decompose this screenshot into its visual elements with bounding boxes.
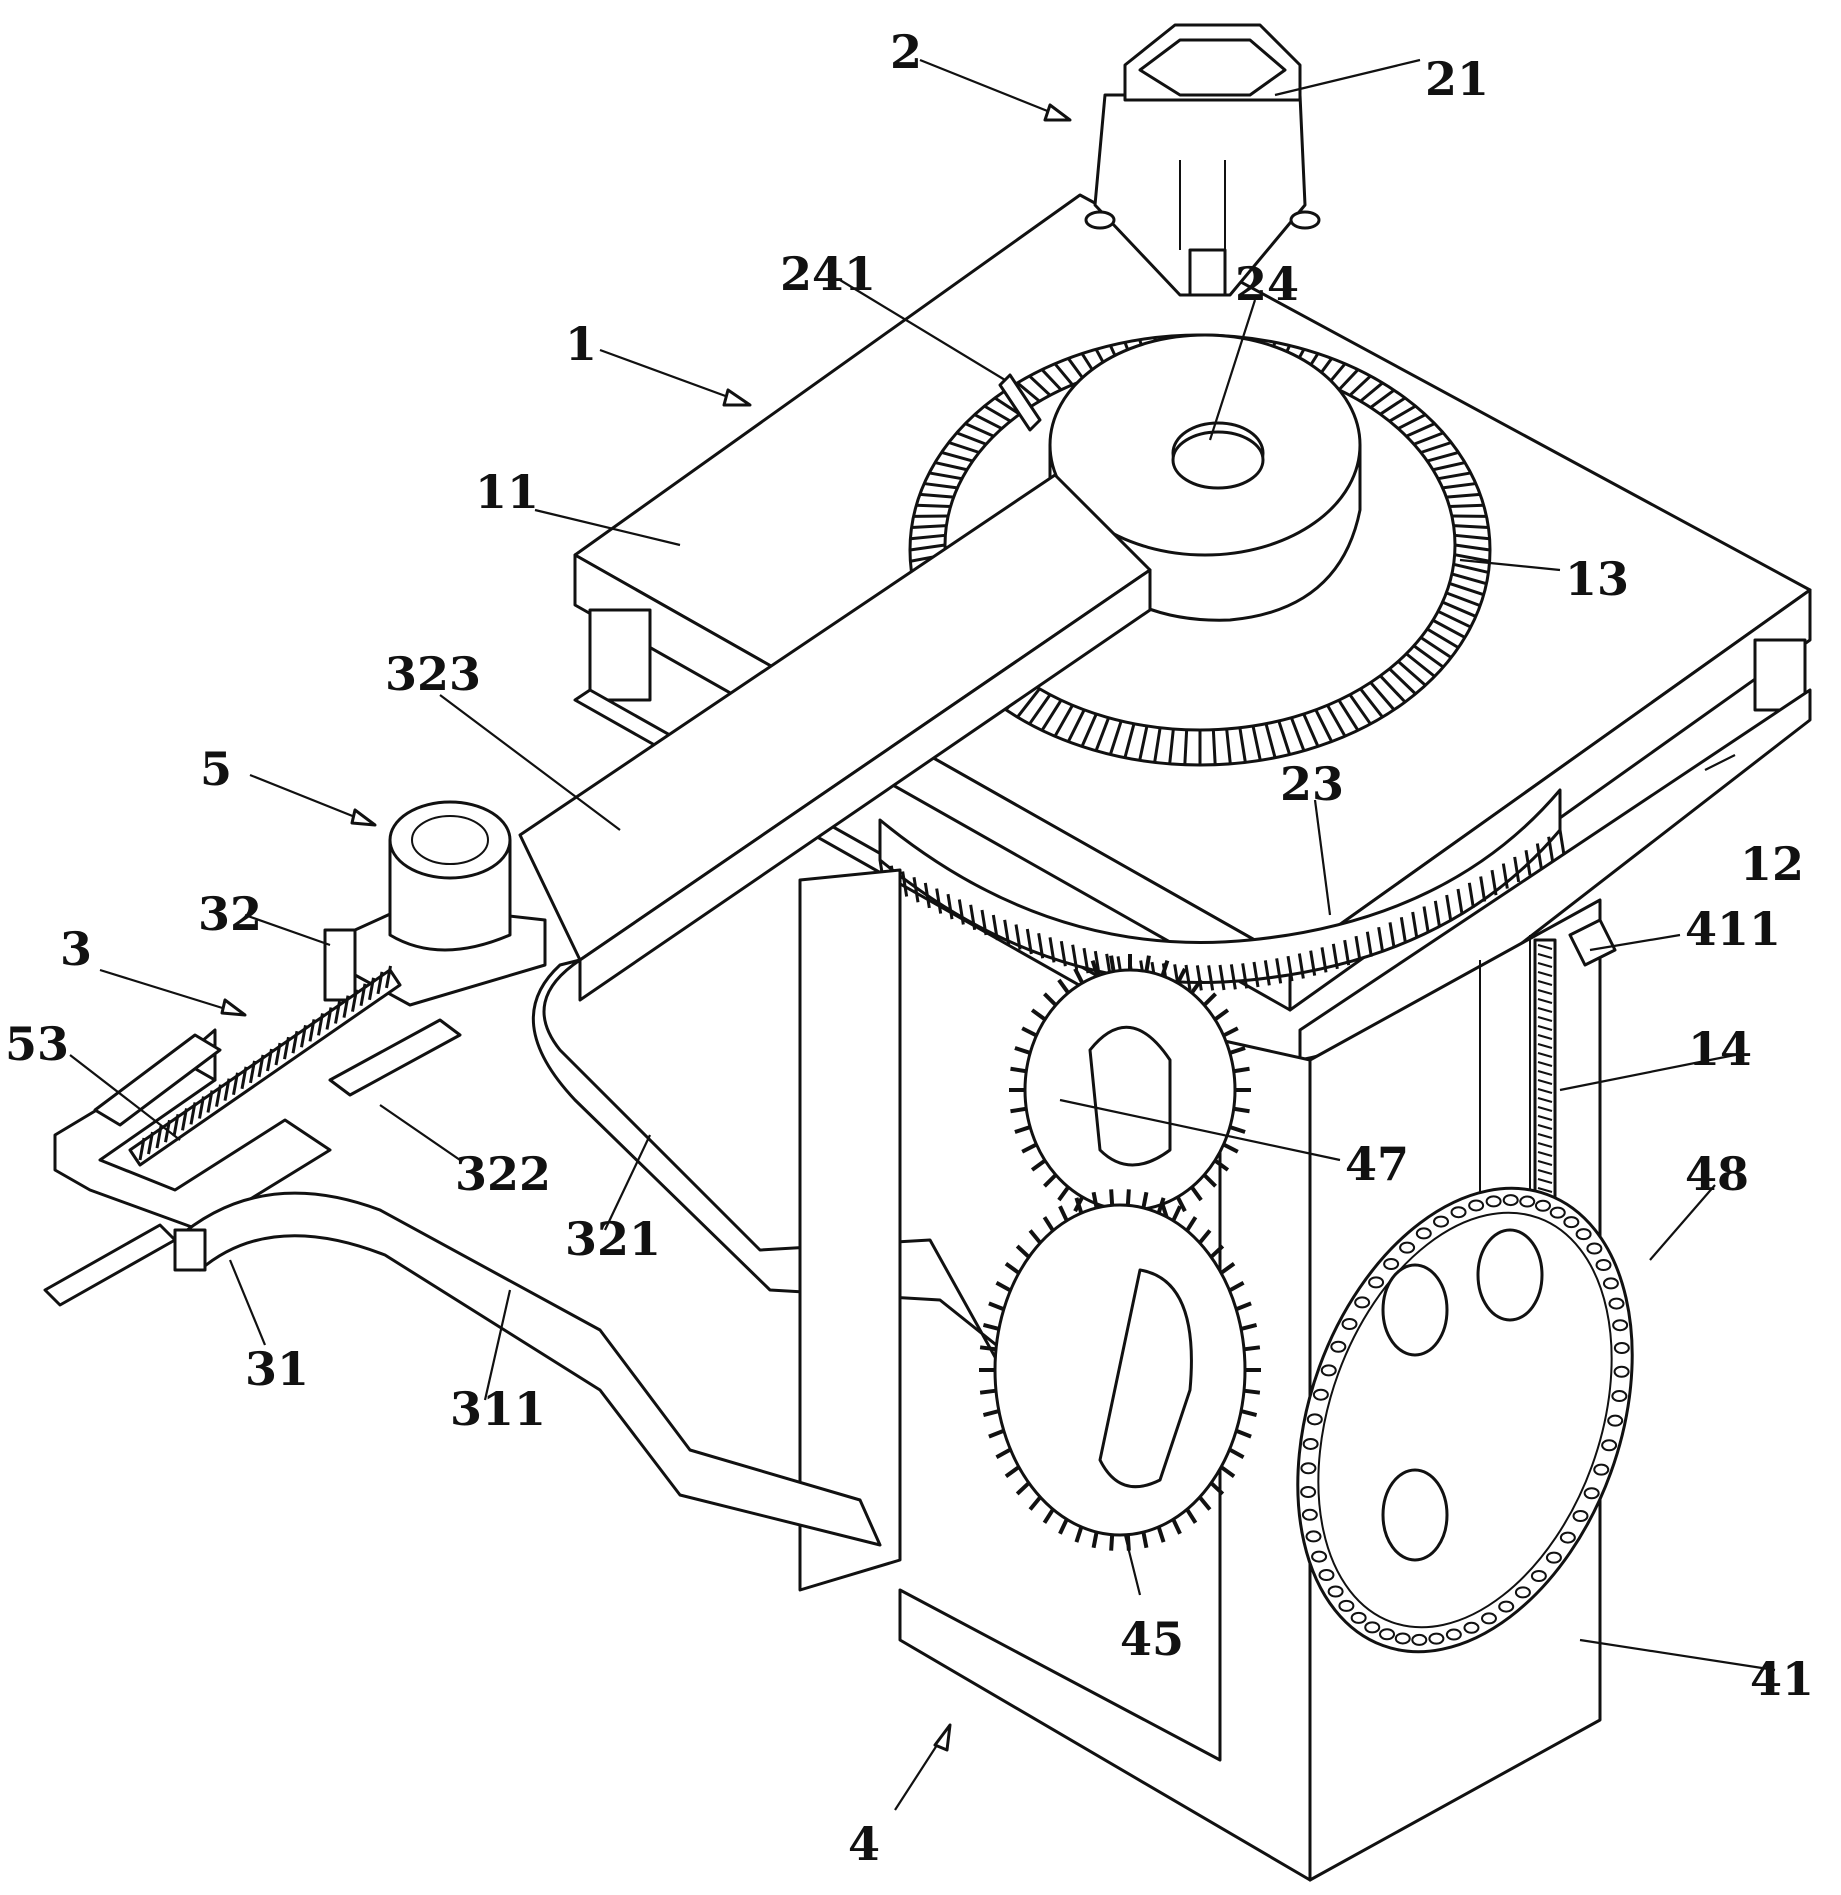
label-13: 13 <box>1565 552 1629 606</box>
label-21: 21 <box>1425 52 1489 106</box>
label-2: 2 <box>890 25 922 79</box>
indexing-disc-48 <box>1296 1186 1634 1654</box>
label-14: 14 <box>1688 1022 1752 1076</box>
gear-45-teeth <box>979 1189 1261 1551</box>
label-323: 323 <box>385 647 481 701</box>
top-motor <box>1084 23 1321 297</box>
label-48: 48 <box>1685 1147 1749 1201</box>
sector-gear-teeth <box>878 829 1566 991</box>
gear-45 <box>979 1189 1261 1551</box>
label-32: 32 <box>198 887 262 941</box>
gear-47 <box>1009 954 1251 1226</box>
leader-lines <box>69 58 1776 1811</box>
label-3: 3 <box>60 922 92 976</box>
sector-gear-23 <box>878 788 1566 991</box>
label-5: 5 <box>200 742 232 796</box>
label-311: 311 <box>450 1382 546 1436</box>
label-41: 41 <box>1750 1652 1814 1706</box>
label-322: 322 <box>455 1147 551 1201</box>
reference-labels: 1 2 21 241 24 11 13 323 5 23 12 32 411 3… <box>5 25 1814 1871</box>
label-53: 53 <box>5 1017 69 1071</box>
gripper-assembly <box>43 1018 882 1547</box>
label-24: 24 <box>1235 257 1299 311</box>
label-12: 12 <box>1740 837 1804 891</box>
label-411: 411 <box>1685 902 1781 956</box>
label-23: 23 <box>1280 757 1344 811</box>
label-1: 1 <box>565 317 597 371</box>
label-31: 31 <box>245 1342 309 1396</box>
small-motor-5 <box>323 800 547 1007</box>
label-4: 4 <box>848 1817 880 1871</box>
label-241: 241 <box>780 247 876 301</box>
disc-holes <box>1300 1194 1630 1646</box>
label-45: 45 <box>1120 1612 1184 1666</box>
label-47: 47 <box>1345 1137 1409 1191</box>
swing-arm-323 <box>518 473 1152 1422</box>
label-321: 321 <box>565 1212 661 1266</box>
label-11: 11 <box>475 465 539 519</box>
